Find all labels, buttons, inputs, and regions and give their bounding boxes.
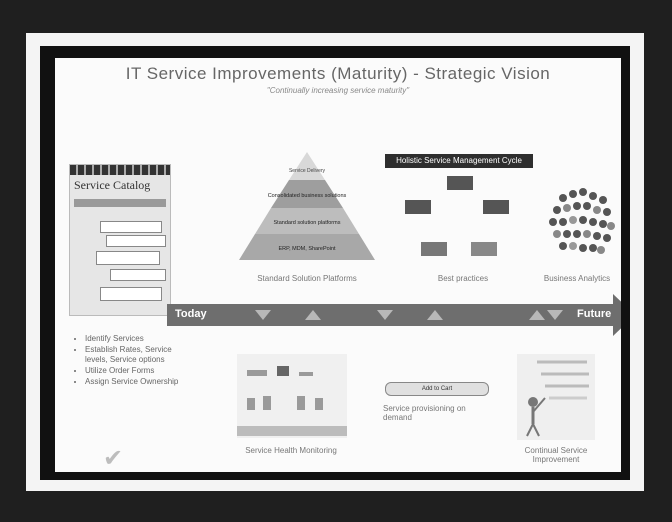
cycle-node (421, 242, 447, 256)
analytics-spheres-image (549, 188, 615, 254)
health-monitoring-image (237, 354, 347, 438)
cycle-title: Holistic Service Management Cycle (385, 154, 533, 168)
bullet-item: Identify Services (85, 334, 195, 344)
pyramid-level-2: Consolidated business solutions (268, 193, 347, 199)
slide-subtitle: "Continually increasing service maturity… (266, 86, 410, 95)
cycle-node (471, 242, 497, 256)
bullet-item: Establish Rates, Service levels, Service… (85, 345, 195, 365)
health-caption: Service Health Monitoring (245, 446, 337, 455)
catalog-title: Service Catalog (74, 178, 151, 192)
pyramid-caption: Standard Solution Platforms (257, 274, 357, 283)
maturity-pyramid: Service Delivery Consolidated business s… (239, 152, 375, 260)
timeline-marker (377, 310, 393, 320)
timeline-marker (529, 310, 545, 320)
slide: IT Service Improvements (Maturity) - Str… (55, 58, 621, 472)
add-to-cart-button[interactable]: Add to Cart (385, 382, 489, 396)
pyramid-level-1: Service Delivery (289, 168, 326, 174)
analytics-caption: Business Analytics (543, 274, 611, 283)
pyramid-level-4: ERP, MDM, SharePoint (278, 246, 336, 252)
cycle-node (405, 200, 431, 214)
timeline-marker (255, 310, 271, 320)
cycle-caption: Best practices (437, 274, 489, 283)
bullet-item: Assign Service Ownership (85, 377, 195, 387)
timeline-end-label: Future (577, 308, 612, 320)
pyramid-level-3: Standard solution platforms (274, 220, 341, 226)
provisioning-caption: Service provisioning on demand (383, 404, 466, 422)
bullet-item: Utilize Order Forms (85, 366, 195, 376)
cycle-node (447, 176, 473, 190)
improvement-caption: Continual Service Improvement (524, 446, 588, 464)
cycle-node (483, 200, 509, 214)
timeline-marker (547, 310, 563, 320)
timeline-marker (427, 310, 443, 320)
timeline-start-label: Today (175, 308, 207, 320)
service-bullets: Identify Services Establish Rates, Servi… (73, 334, 195, 388)
timeline-arrow-head (613, 294, 621, 336)
slide-title: IT Service Improvements (Maturity) - Str… (125, 64, 551, 83)
service-catalog-image: Service Catalog (69, 164, 171, 316)
timeline-marker (305, 310, 321, 320)
improvement-image (517, 354, 595, 440)
checkmark-icon: ✔ (103, 445, 124, 472)
